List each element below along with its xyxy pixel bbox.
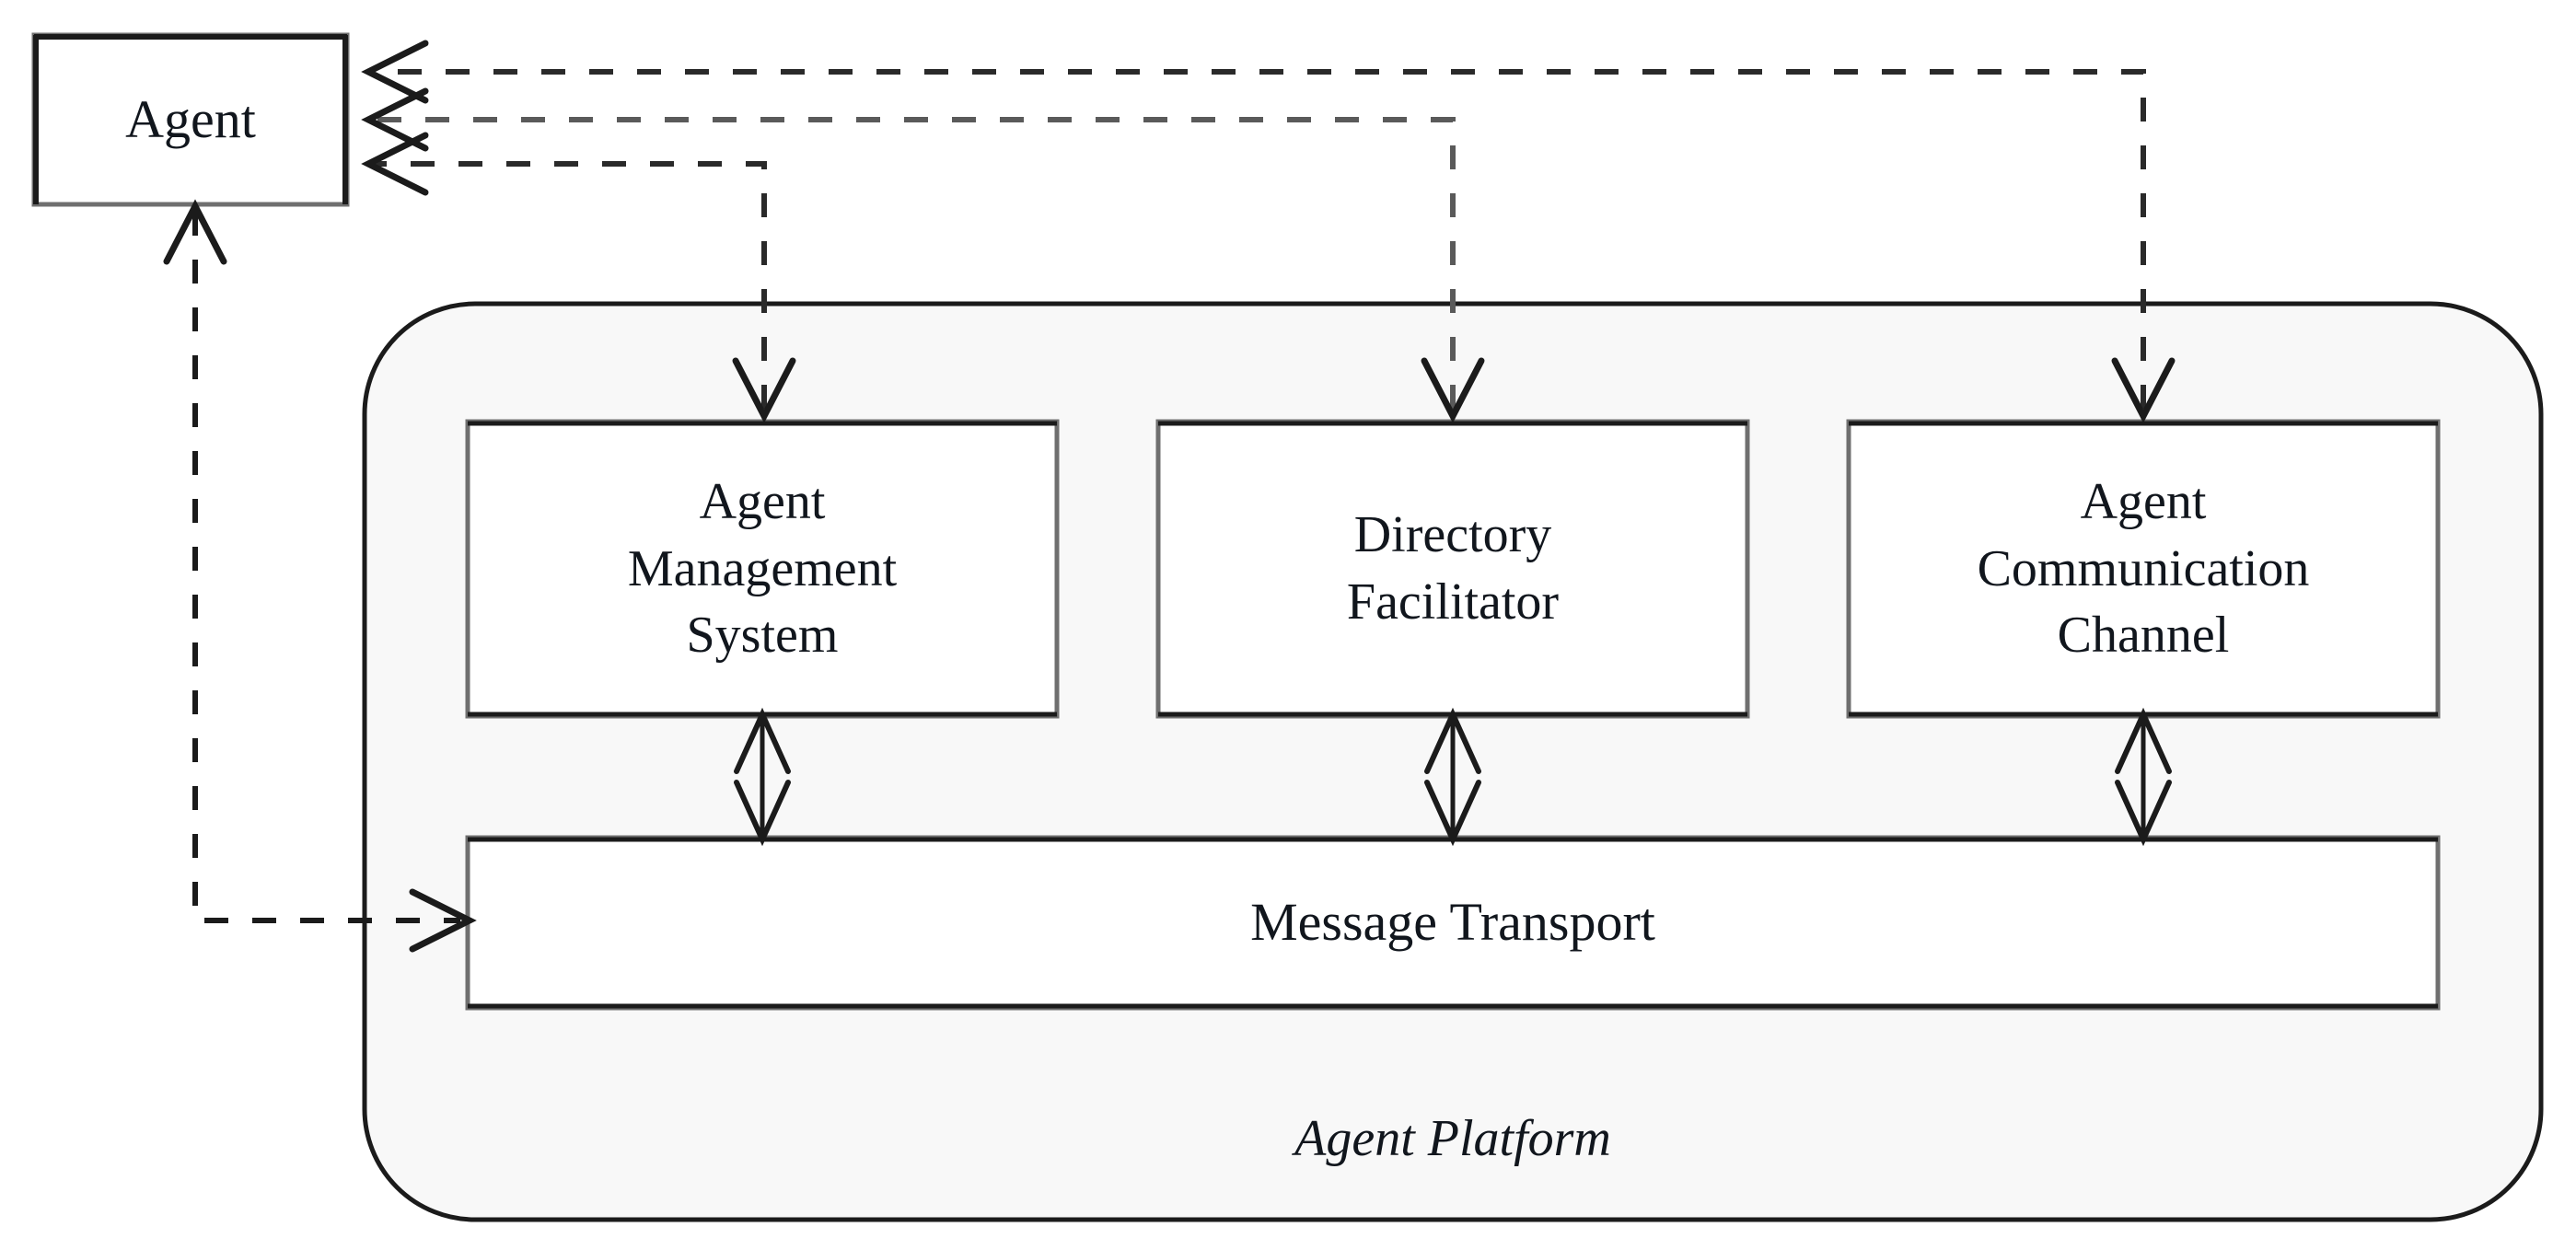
agent-communication-channel-box: [1846, 419, 2441, 719]
directory-facilitator-box: [1155, 419, 1750, 719]
agent-box: [31, 32, 350, 207]
connector-df-to-agent: [361, 87, 1485, 423]
connector-acc-to-agent: [361, 40, 2176, 423]
link-acc-message-transport: [2115, 707, 2172, 847]
message-transport-box: [465, 835, 2441, 1011]
link-ams-message-transport: [734, 707, 791, 847]
connector-ams-to-agent: [361, 132, 796, 423]
link-df-message-transport: [1424, 707, 1481, 847]
agent-management-system-box: [465, 419, 1060, 719]
connector-agent-to-message-transport: [163, 199, 477, 953]
